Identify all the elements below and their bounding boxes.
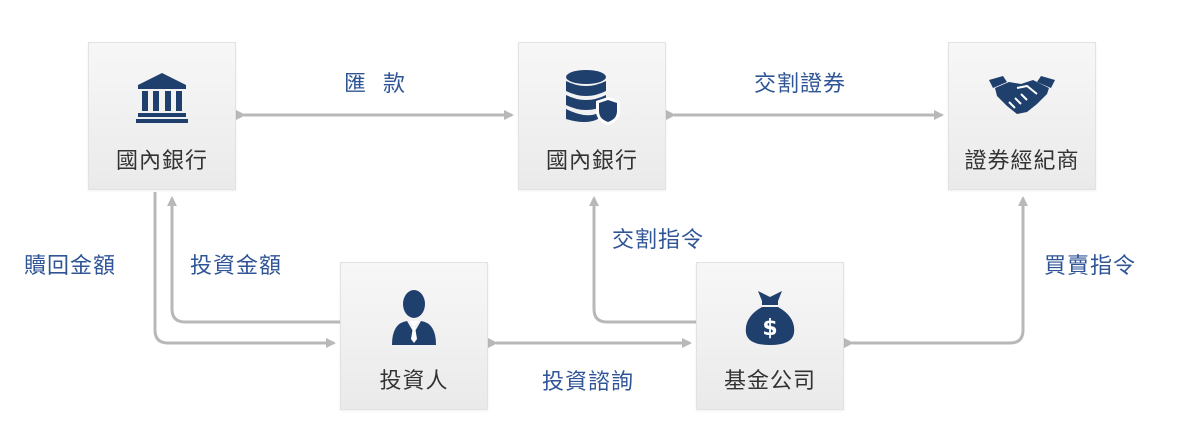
arrow-redemption [153,192,336,348]
edge-label-investment-amount: 投資金額 [190,254,283,279]
handshake-icon [949,65,1095,129]
node-label: 基金公司 [723,369,816,394]
arrow-trade-order [844,196,1028,348]
edge-label-remittance: 匯 款 [344,72,406,97]
money-bag-icon: $ [697,285,843,349]
edge-label-trade-order: 買賣指令 [1044,254,1137,279]
person-icon [341,285,487,349]
arrow-investment-amount [167,196,340,324]
edge-label-investment-advice: 投資諮詢 [542,370,635,395]
edge-label-settlement-order: 交割指令 [612,228,705,253]
arrow-settlement-order [589,196,696,324]
node-bank-center: 國內銀行 [518,42,666,190]
node-label: 國內銀行 [115,149,208,174]
database-shield-icon [519,65,665,129]
edge-label-redemption-amount: 贖回金額 [24,254,117,279]
node-fund-company: $ 基金公司 [696,262,844,410]
node-label: 投資人 [379,369,449,394]
bank-icon [89,65,235,129]
node-investor: 投資人 [340,262,488,410]
node-label: 國內銀行 [545,149,638,174]
svg-text:$: $ [762,316,777,341]
edge-label-deliver-securities: 交割證券 [754,72,847,97]
node-bank-left: 國內銀行 [88,42,236,190]
node-broker: 證券經紀商 [948,42,1096,190]
node-label: 證券經紀商 [964,149,1080,174]
